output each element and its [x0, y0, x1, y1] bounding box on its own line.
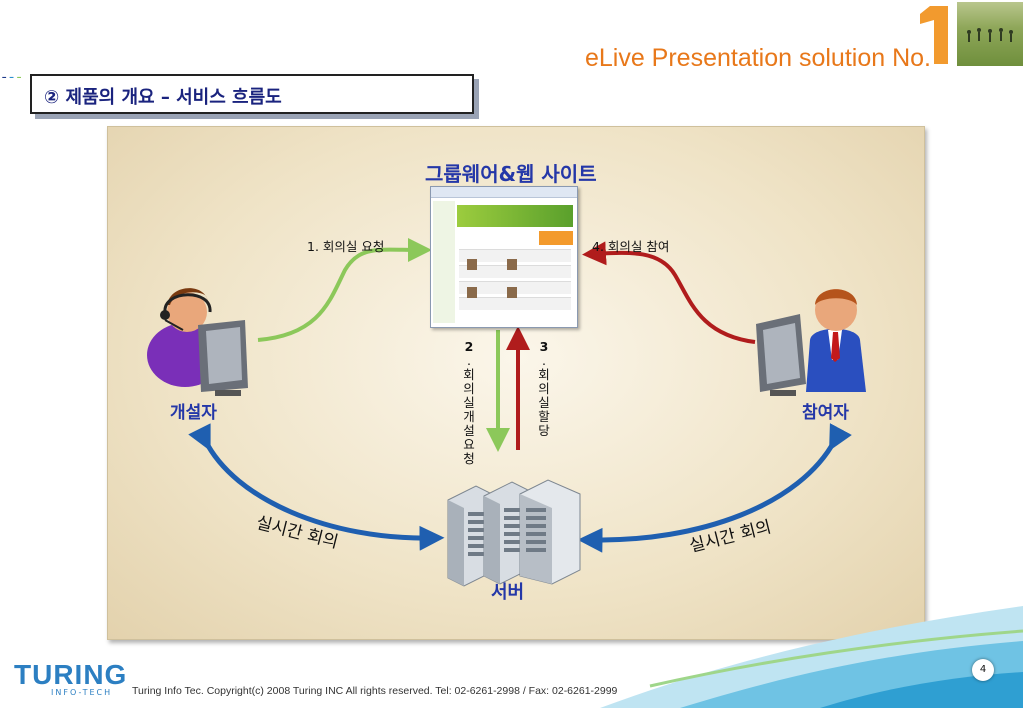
step-2-char: 개 — [463, 409, 475, 424]
footer-swoosh-decoration — [600, 606, 1023, 708]
step-3-char: 할 — [538, 409, 550, 424]
browser-orange-box — [539, 231, 573, 245]
browser-row — [459, 297, 571, 310]
step-2-char: 청 — [463, 451, 475, 466]
browser-face — [467, 259, 477, 270]
brand-number-one-icon — [920, 6, 948, 64]
step-2-number: 2 — [464, 339, 474, 354]
step-3-label: 3 . 회 의 실 할 당 — [538, 339, 550, 438]
participant-label: 참여자 — [802, 403, 849, 423]
website-screenshot — [430, 186, 578, 328]
groupware-site-title: 그룹웨어&웹 사이트 — [425, 162, 597, 186]
step-3-char: 회 — [538, 367, 550, 382]
step-4-label: 4. 회의실 참여 — [592, 239, 670, 254]
host-label: 개설자 — [170, 403, 217, 423]
browser-face — [507, 287, 517, 298]
browser-row — [459, 249, 571, 262]
browser-sidebar — [433, 201, 455, 323]
step-2-char: 실 — [463, 395, 475, 410]
step-3-char: 당 — [538, 423, 550, 438]
step-1-label: 1. 회의실 요청 — [307, 239, 385, 254]
section-title: ② 제품의 개요 – 서비스 흐름도 — [44, 87, 282, 108]
meadow-people-photo — [957, 2, 1023, 66]
turing-logo-subtitle: INFO-TECH — [51, 688, 113, 697]
browser-banner — [457, 205, 573, 227]
step-2-char: 요 — [463, 437, 475, 452]
browser-face — [507, 259, 517, 270]
step-3-number: 3 — [539, 339, 549, 354]
step-3-char: 실 — [538, 395, 550, 410]
footer-copyright: Turing Info Tec. Copyright(c) 2008 Turin… — [132, 685, 618, 697]
step-2-char: 의 — [463, 381, 475, 396]
step-2-char: 설 — [463, 423, 475, 438]
server-label: 서버 — [491, 582, 525, 603]
step-2-char: 회 — [463, 367, 475, 382]
step-3-char: 의 — [538, 381, 550, 396]
header-dashes: --- — [0, 70, 23, 86]
turing-logo: TURING — [14, 659, 128, 690]
browser-toolbar — [431, 187, 577, 198]
brand-title: eLive Presentation solution No. — [584, 44, 931, 72]
section-title-box: ② 제품의 개요 – 서비스 흐름도 — [30, 74, 474, 114]
step-2-label: 2 . 회 의 실 개 설 요 청 — [463, 339, 475, 466]
browser-face — [467, 287, 477, 298]
page-number: 4 — [972, 659, 994, 681]
